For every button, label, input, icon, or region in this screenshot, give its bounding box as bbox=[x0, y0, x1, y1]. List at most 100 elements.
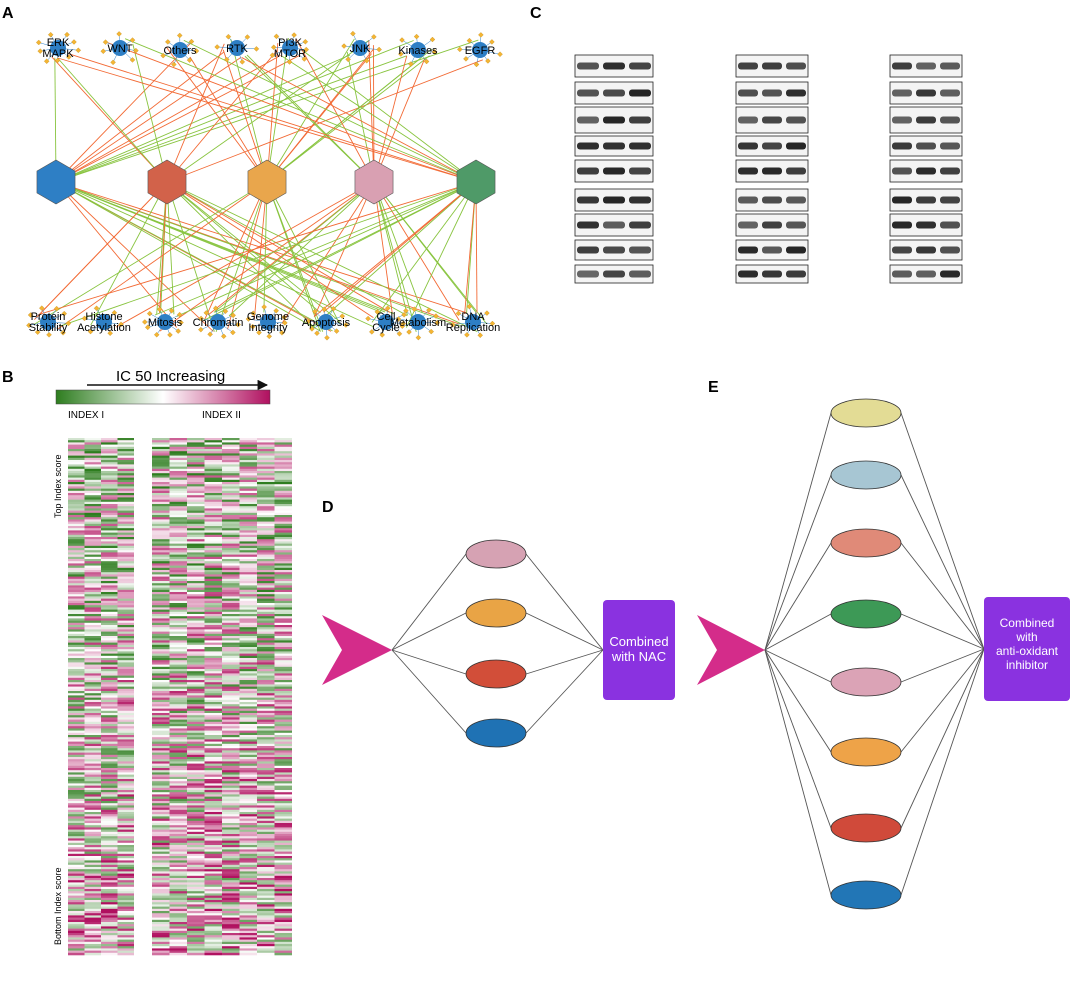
heatmap-cell bbox=[274, 629, 292, 632]
heatmap-cell bbox=[257, 871, 275, 874]
heatmap-cell bbox=[274, 587, 292, 591]
heatmap-cell bbox=[117, 451, 134, 454]
heatmap-cell bbox=[274, 816, 292, 819]
heatmap-cell bbox=[274, 451, 292, 454]
heatmap-cell bbox=[274, 688, 292, 692]
heatmap-cell bbox=[239, 479, 257, 483]
heatmap-cell bbox=[222, 462, 240, 465]
heatmap-cell bbox=[187, 752, 205, 756]
network-edge bbox=[166, 181, 315, 328]
heatmap-cell bbox=[257, 482, 275, 485]
heatmap-cell bbox=[204, 570, 222, 573]
heatmap-cell bbox=[274, 488, 292, 492]
heatmap-cell bbox=[68, 693, 85, 696]
hub-node bbox=[172, 42, 188, 58]
heatmap-cell bbox=[117, 680, 134, 683]
heatmap-cell bbox=[222, 438, 240, 441]
network-edge bbox=[51, 56, 168, 183]
heatmap-cell bbox=[239, 583, 257, 586]
heatmap-cell bbox=[101, 948, 118, 951]
heatmap-cell bbox=[222, 611, 240, 615]
heatmap-cell bbox=[239, 889, 257, 892]
heatmap-cell bbox=[117, 737, 134, 740]
heatmap-cell bbox=[117, 666, 134, 670]
hub-node bbox=[260, 314, 276, 330]
heatmap-cell bbox=[204, 917, 222, 921]
heatmap-cell bbox=[239, 803, 257, 806]
blot-band bbox=[762, 116, 782, 124]
heatmap-cell bbox=[187, 847, 205, 850]
heatmap-cell bbox=[257, 565, 275, 569]
heatmap-cell bbox=[68, 882, 85, 885]
heatmap-cell bbox=[152, 904, 170, 907]
heatmap-cell bbox=[204, 743, 222, 747]
heatmap-cell bbox=[117, 783, 134, 786]
heatmap-cell bbox=[222, 763, 240, 767]
heatmap-cell bbox=[68, 886, 85, 890]
heatmap-cell bbox=[68, 873, 85, 877]
heatmap-cell bbox=[152, 523, 170, 527]
leaf-node bbox=[339, 313, 346, 319]
heatmap-cell bbox=[257, 739, 275, 742]
heatmap-cell bbox=[84, 948, 101, 951]
heatmap-cell bbox=[274, 636, 292, 639]
heatmap-cell bbox=[257, 658, 275, 661]
heatmap-cell bbox=[84, 587, 101, 591]
hub-label-line: Metabolism bbox=[390, 317, 446, 329]
heatmap-cell bbox=[239, 530, 257, 533]
heatmap-cell bbox=[68, 537, 85, 540]
heatmap-cell bbox=[101, 528, 118, 531]
network-edge bbox=[166, 181, 374, 318]
heatmap-cell bbox=[222, 719, 240, 723]
heatmap-cell bbox=[117, 933, 134, 936]
heatmap-cell bbox=[68, 726, 85, 729]
heatmap-cell bbox=[257, 523, 275, 527]
heatmap-cell bbox=[274, 851, 292, 855]
heatmap-cell bbox=[68, 724, 85, 727]
network-edge bbox=[55, 181, 394, 315]
heatmap-cell bbox=[222, 864, 240, 868]
heatmap-cell bbox=[187, 462, 205, 465]
heatmap-cell bbox=[101, 631, 118, 635]
heatmap-cell bbox=[239, 504, 257, 507]
heatmap-cell bbox=[274, 842, 292, 846]
heatmap-cell bbox=[187, 730, 205, 734]
heatmap-cell bbox=[152, 548, 170, 551]
heatmap-cell bbox=[117, 816, 134, 819]
leaf-node bbox=[371, 34, 377, 40]
heatmap-cell bbox=[101, 499, 118, 503]
heatmap-cell bbox=[204, 640, 222, 643]
heatmap-cell bbox=[257, 827, 275, 830]
heatmap-cell bbox=[204, 561, 222, 564]
heatmap-cell bbox=[84, 589, 101, 593]
heatmap-cell bbox=[117, 699, 134, 703]
heatmap-cell bbox=[187, 552, 205, 555]
heatmap-cell bbox=[274, 941, 292, 945]
heatmap-cell bbox=[68, 464, 85, 467]
heatmap-cell bbox=[169, 930, 187, 934]
heatmap-cell bbox=[84, 838, 101, 841]
heatmap-cell bbox=[68, 862, 85, 866]
heatmap-cell bbox=[239, 763, 257, 767]
heatmap-cell bbox=[169, 750, 187, 753]
heatmap-cell bbox=[222, 526, 240, 529]
heatmap-cell bbox=[239, 858, 257, 861]
heatmap-cell bbox=[84, 794, 101, 797]
heatmap-cell bbox=[274, 616, 292, 619]
heatmap-cell bbox=[117, 534, 134, 538]
heatmap-cell bbox=[84, 572, 101, 575]
heatmap-cell bbox=[257, 897, 275, 901]
heatmap-cell bbox=[152, 871, 170, 874]
hub-label: RTK bbox=[226, 43, 248, 55]
heatmap-cell bbox=[204, 460, 222, 463]
heatmap-cell bbox=[187, 946, 205, 949]
heatmap-cell bbox=[68, 636, 85, 639]
heatmap-cell bbox=[204, 512, 222, 516]
heatmap-cell bbox=[187, 479, 205, 483]
heatmap-cell bbox=[187, 605, 205, 608]
heatmap-cell bbox=[84, 739, 101, 742]
heatmap-cell bbox=[169, 600, 187, 604]
heatmap-cell bbox=[274, 506, 292, 509]
heatmap-cell bbox=[117, 754, 134, 758]
